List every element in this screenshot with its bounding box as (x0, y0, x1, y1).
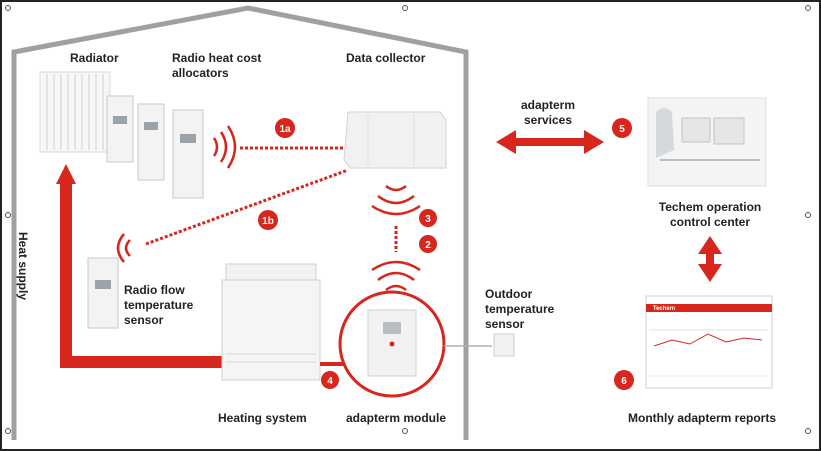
services-double-arrow-icon (496, 130, 604, 154)
label-outdoor-2: temperature (485, 302, 555, 316)
badge-1b-circle (258, 210, 278, 230)
heat-cost-allocators (106, 95, 204, 199)
link-1b (145, 168, 349, 246)
badge-3: 3 (425, 214, 431, 225)
reports-double-arrow-icon (698, 236, 722, 282)
label-monthly-reports: Monthly adapterm reports (628, 411, 777, 425)
allocator-radio-waves-icon (212, 125, 237, 169)
radiator (39, 71, 111, 153)
flow-sensor-radio-waves-icon (116, 233, 131, 263)
data-collector (343, 111, 447, 169)
badge-5: 5 (619, 124, 625, 135)
label-heating-system: Heating system (218, 411, 307, 425)
badges (258, 118, 634, 390)
outdoor-temperature-sensor (493, 333, 515, 357)
badge-5-circle (612, 118, 632, 138)
label-services-1: adapterm (520, 98, 576, 112)
collector-radio-waves-icon (371, 184, 421, 216)
label-heat-supply: Heat supply (16, 232, 30, 301)
report-brand: Techem (653, 306, 675, 312)
label-allocators-2: allocators (172, 66, 229, 80)
badge-3-circle (419, 209, 437, 227)
label-adapterm-module: adapterm module (346, 411, 447, 425)
label-allocators-1: Radio heat cost (172, 51, 262, 65)
badge-1b: 1b (262, 216, 274, 227)
label-flow-sensor-1: Radio flow (124, 283, 185, 297)
badge-6-circle (614, 370, 634, 390)
label-outdoor-3: sensor (485, 317, 525, 331)
monthly-report-sheet (645, 295, 773, 389)
label-services-2: services (523, 113, 573, 127)
heat-supply-arrow-icon (56, 164, 76, 184)
badge-2-circle (419, 235, 437, 253)
label-data-collector: Data collector (346, 51, 426, 65)
label-control-center-2: control center (669, 215, 750, 229)
control-center-workstation (647, 97, 767, 187)
module-radio-waves-icon (371, 260, 421, 292)
heat-supply-pipe (60, 180, 222, 368)
label-flow-sensor-2: temperature (124, 298, 194, 312)
badge-6: 6 (621, 376, 627, 387)
label-flow-sensor-3: sensor (124, 313, 164, 327)
badge-4: 4 (327, 376, 333, 387)
badge-4-circle (321, 371, 339, 389)
adapterm-module (367, 309, 417, 377)
border-dots (5, 5, 811, 434)
heating-system-boiler (221, 263, 321, 381)
label-control-center-1: Techem operation (658, 200, 762, 214)
radio-flow-sensor (87, 257, 119, 329)
badge-1a-circle (275, 118, 295, 138)
badge-2: 2 (425, 240, 431, 251)
label-outdoor-1: Outdoor (485, 287, 533, 301)
badge-1a: 1a (279, 124, 291, 135)
house-outline (11, 5, 469, 440)
label-radiator: Radiator (70, 51, 119, 65)
